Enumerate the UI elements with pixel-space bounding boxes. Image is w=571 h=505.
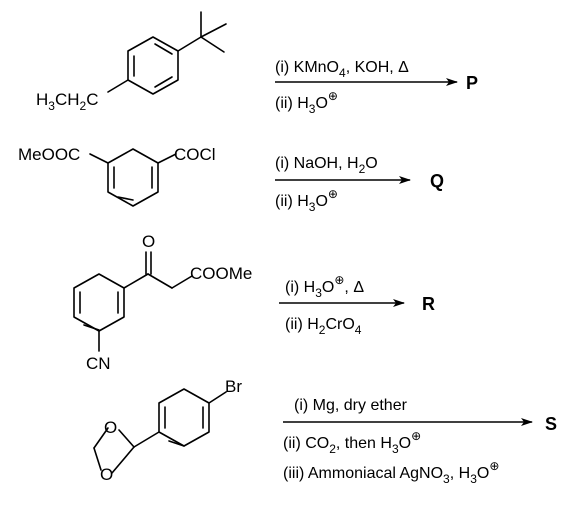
condition-r-1: (i) H3​O⊕​, Δ [285,273,364,300]
carbonyl-oxygen-label: O [142,232,155,251]
ethyl-label: H3​CH2​C [36,90,99,113]
benzene-ring [127,36,179,95]
condition-s-2: (ii) CO2​, then H3​O⊕​ [283,429,421,456]
benzene-ring [107,148,159,207]
acyl-chloride-label: COCl [174,145,216,164]
condition-p-2: (ii) H3​O⊕​ [275,89,338,116]
ester-label: MeOOC [18,145,80,164]
reaction-r: O COOMe CN (i) H3​O⊕​, Δ (ii) H2​CrO4​ R [73,232,435,373]
condition-p-1: (i) KMnO4​, KOH, Δ [275,59,409,80]
molecule-4-tert-butyl-ethylbenzene [107,11,227,95]
acyl-chloride-bond [157,153,177,164]
ester-label: COOMe [190,264,252,283]
molecule-methyl-3-chlorocarbonylbenzoate [89,148,177,207]
reaction-q: MeOOC COCl (i) NaOH, H2​O (ii) H3​O⊕​ Q [18,145,444,214]
reaction-p: H3​CH2​C (i) KMnO4​, KOH, Δ (ii) H3​O⊕​ … [36,11,478,116]
tert-butyl-bond [177,36,202,52]
benzene-ring [73,273,125,332]
condition-q-2: (ii) H3​O⊕​ [275,187,338,214]
condition-s-1: (i) Mg, dry ether [294,397,408,414]
product-r: R [422,294,435,314]
product-s: S [545,414,557,434]
molecule-methyl-3-cyanobenzoylacetate [73,251,193,352]
condition-s-3: (iii) Ammoniacal AgNO3​, H3​O⊕​ [283,459,499,486]
bromine-label: Br [225,377,242,396]
product-p: P [466,73,478,93]
product-q: Q [430,171,444,191]
condition-r-2: (ii) H2​CrO4​ [285,316,362,337]
molecule-2-4-bromophenyl-1-3-dioxolane [93,388,227,474]
dioxolane-oxygen-top: O [104,418,117,437]
ethyl-bond [107,79,129,93]
condition-q-1: (i) NaOH, H2​O [275,155,378,176]
dioxolane-oxygen-bottom: O [100,465,113,484]
nitrile-label: CN [86,354,111,373]
reaction-s: Br O O (i) Mg, dry ether (ii) CO2​, then… [93,377,557,486]
benzene-ring [158,388,210,447]
ester-bond [89,153,109,164]
